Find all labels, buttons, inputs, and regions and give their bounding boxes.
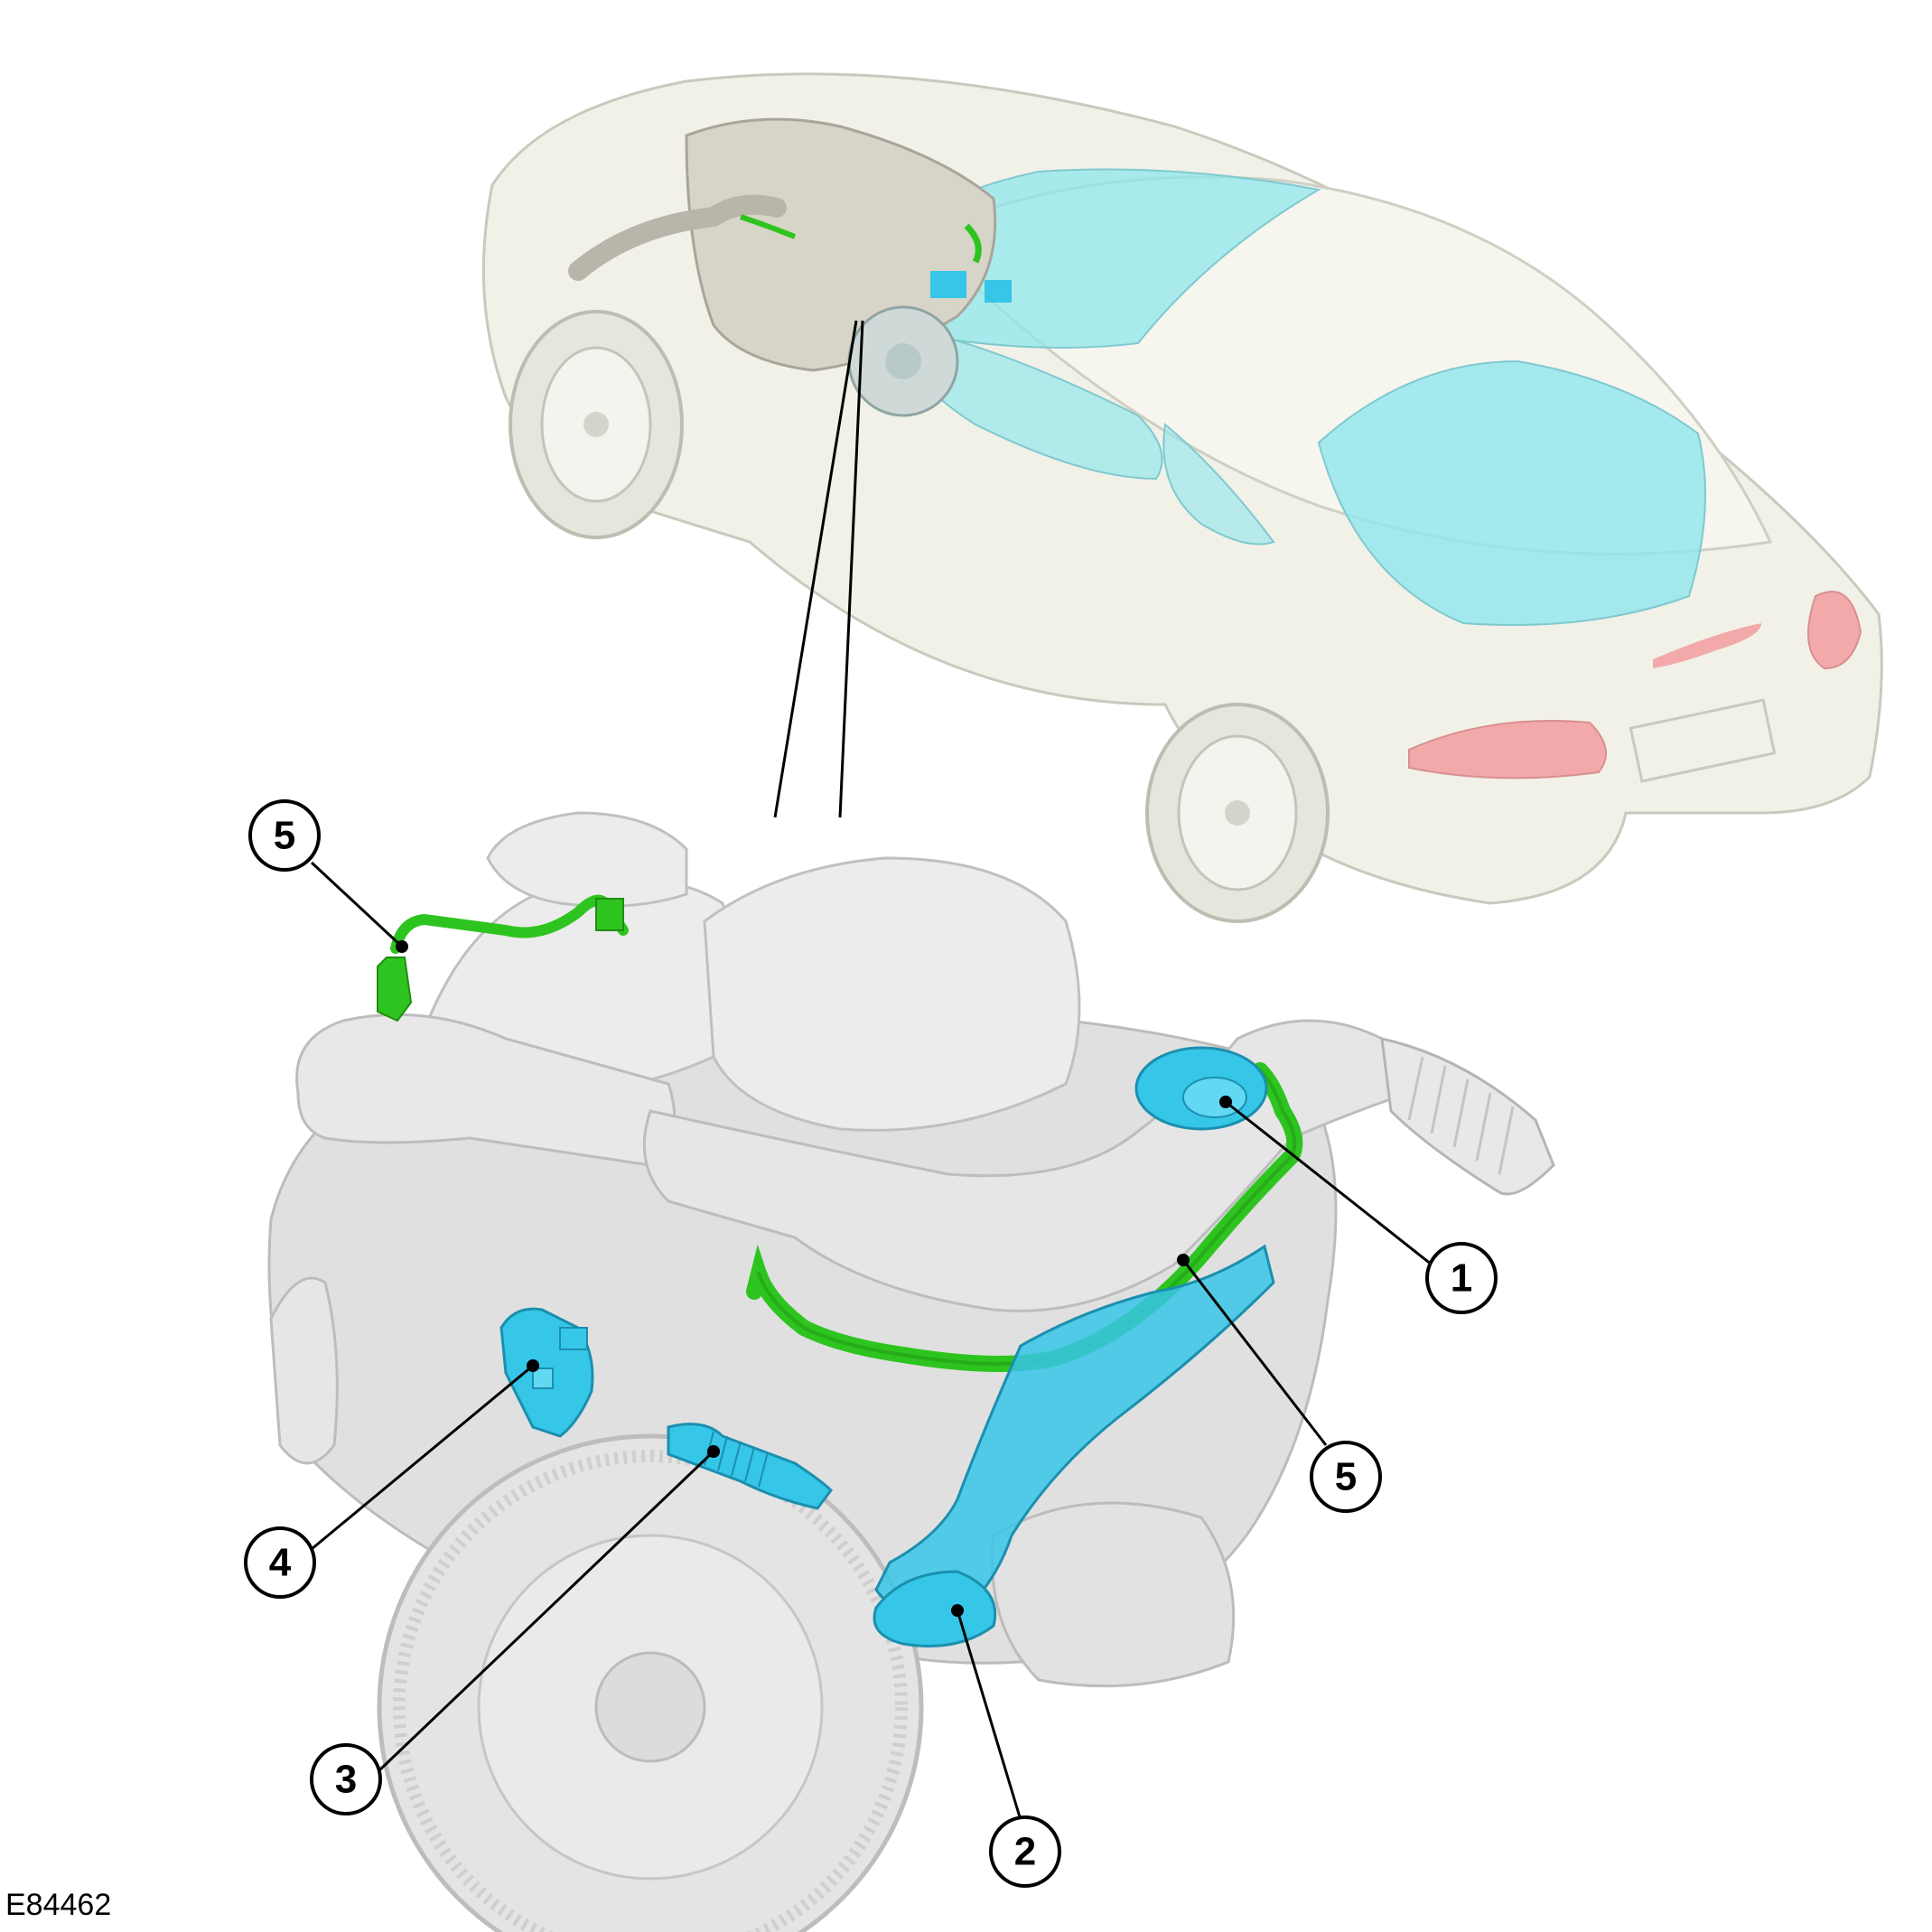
callout-4-leader xyxy=(311,1364,534,1551)
intake-bellows xyxy=(1380,1037,1555,1196)
callout-1-label: 1 xyxy=(1451,1256,1472,1301)
callout-5a: 5 xyxy=(248,799,321,872)
car-rear-window xyxy=(1317,359,1706,626)
leader-endpoints xyxy=(396,940,1232,1617)
callout-5a-leader xyxy=(310,861,404,948)
engine-cam-cover-right xyxy=(703,856,1081,1132)
part-5-hose-upper xyxy=(377,894,629,1022)
car-tail-light-left xyxy=(1408,720,1607,779)
part-3-pipe xyxy=(667,1423,833,1510)
callout-2-leader xyxy=(956,1610,1022,1821)
car-engine-inset xyxy=(568,117,1012,417)
car-rear-quarter-window xyxy=(1162,423,1275,546)
car-illustration xyxy=(481,72,1883,923)
part-1-housing xyxy=(1134,1046,1268,1131)
engine-illustration xyxy=(267,811,1555,1932)
flywheel xyxy=(377,1433,924,1932)
callout-3: 3 xyxy=(310,1743,382,1815)
intake-plenum xyxy=(486,811,688,908)
callout-4-label: 4 xyxy=(269,1541,292,1585)
callout-3-leader xyxy=(378,1450,715,1772)
engine-front-cover xyxy=(269,1276,339,1465)
callout-5b-leader xyxy=(1181,1259,1328,1446)
inset-leader-right xyxy=(838,320,864,818)
callout-5a-label: 5 xyxy=(274,814,295,858)
callout-3-label: 3 xyxy=(335,1758,357,1802)
callout-4: 4 xyxy=(244,1526,316,1599)
transmission xyxy=(991,1501,1236,1688)
car-center-light xyxy=(1653,623,1761,668)
car-number-plate xyxy=(1629,698,1777,783)
callout-1: 1 xyxy=(1425,1242,1498,1314)
part-4-valve xyxy=(499,1307,594,1438)
car-side-window xyxy=(892,323,1163,481)
callout-1-leader xyxy=(1225,1100,1433,1266)
bellows-ribs xyxy=(1407,1056,1515,1175)
car-front-wheel xyxy=(509,310,684,539)
callout-5b-label: 5 xyxy=(1335,1455,1357,1499)
callout-2: 2 xyxy=(989,1815,1061,1888)
car-tail-light-right xyxy=(1807,591,1862,670)
callout-2-label: 2 xyxy=(1014,1830,1036,1874)
inset-leader-left xyxy=(773,320,858,818)
callout-5b: 5 xyxy=(1310,1441,1382,1513)
part-2-manifold xyxy=(873,1244,1275,1647)
figure-id: E84462 xyxy=(5,1888,112,1922)
car-rear-wheel xyxy=(1145,703,1330,923)
